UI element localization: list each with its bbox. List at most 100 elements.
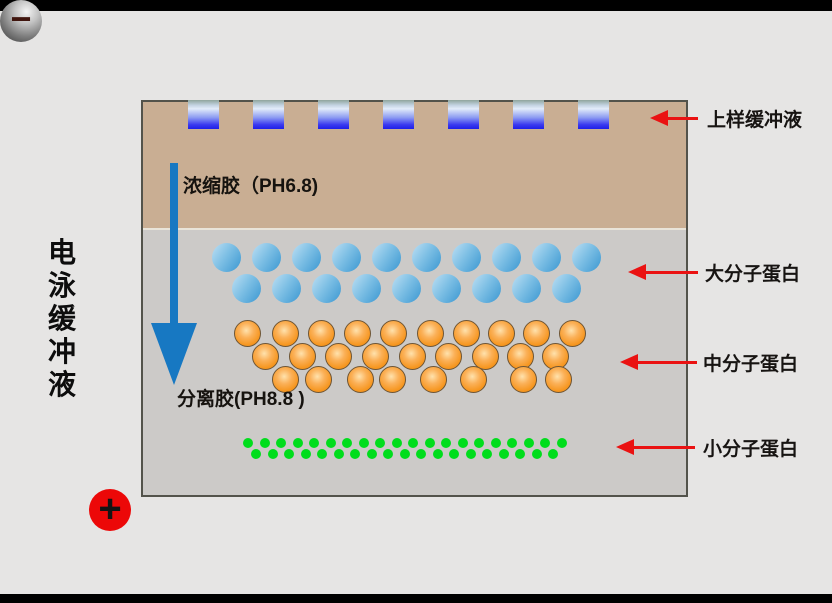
small-protein-dot: [276, 438, 286, 448]
small-protein-dot: [342, 438, 352, 448]
sample-well: [188, 100, 219, 129]
sample-well: [253, 100, 284, 129]
small-protein-dot: [474, 438, 484, 448]
medium-protein-dot: [271, 319, 299, 347]
electrophoresis-buffer-label: 电泳缓冲液: [47, 237, 76, 400]
small-protein-dot: [482, 449, 492, 459]
small-protein-dot: [260, 438, 270, 448]
large-protein-dot: [491, 242, 521, 272]
annotation-arrowhead-medium-protein: [620, 354, 638, 370]
medium-protein-dot: [452, 319, 480, 347]
small-protein-dot: [334, 449, 344, 459]
sample-well: [448, 100, 479, 129]
down-arrow-icon: [151, 163, 197, 385]
medium-protein-dot: [324, 342, 352, 370]
medium-protein-dot: [522, 319, 550, 347]
small-protein-dot: [375, 438, 385, 448]
large-protein-dot: [451, 242, 481, 272]
large-protein-dot: [271, 273, 301, 303]
large-protein-dot: [251, 242, 281, 272]
annotation-arrowhead-small-protein: [616, 439, 634, 455]
annotation-arrow-line-small-protein: [630, 446, 695, 449]
medium-protein-dot: [398, 342, 426, 370]
small-protein-dot: [243, 438, 253, 448]
small-protein-dot: [326, 438, 336, 448]
small-protein-dot: [425, 438, 435, 448]
annotation-arrowhead-loading-buffer: [650, 110, 668, 126]
medium-protein-dot: [434, 342, 462, 370]
small-protein-dot: [557, 438, 567, 448]
medium-protein-dot: [307, 319, 335, 347]
medium-protein-dot: [271, 365, 299, 393]
minus-symbol: −: [10, 0, 32, 39]
annotation-label-loading-buffer: 上样缓冲液: [707, 110, 803, 131]
negative-electrode: −: [0, 0, 42, 42]
small-protein-dot: [515, 449, 525, 459]
large-protein-dot: [211, 242, 241, 272]
small-protein-dot: [383, 449, 393, 459]
stacking-gel-label: 浓缩胶（PH6.8): [183, 176, 319, 197]
medium-protein-dot: [487, 319, 515, 347]
medium-protein-dot: [419, 365, 447, 393]
medium-protein-dot: [558, 319, 586, 347]
large-protein-dot: [511, 273, 541, 303]
large-protein-dot: [311, 273, 341, 303]
small-protein-dot: [309, 438, 319, 448]
medium-protein-dot: [346, 365, 374, 393]
medium-protein-dot: [378, 365, 406, 393]
medium-protein-dot: [343, 319, 371, 347]
small-protein-dot: [499, 449, 509, 459]
sample-well: [513, 100, 544, 129]
small-protein-dot: [441, 438, 451, 448]
medium-protein-dot: [361, 342, 389, 370]
annotation-arrow-line-large-protein: [642, 271, 698, 274]
medium-protein-dot: [304, 365, 332, 393]
small-protein-dot: [317, 449, 327, 459]
large-protein-dot: [531, 242, 561, 272]
large-protein-dot: [551, 273, 581, 303]
annotation-arrowhead-large-protein: [628, 264, 646, 280]
annotation-label-medium-protein: 中分子蛋白: [703, 354, 799, 375]
medium-protein-dot: [506, 342, 534, 370]
small-protein-dot: [392, 438, 402, 448]
small-protein-dot: [359, 438, 369, 448]
separating-gel-label: 分离胶(PH8.8 ): [177, 389, 305, 410]
small-protein-dot: [367, 449, 377, 459]
small-protein-dot: [350, 449, 360, 459]
small-protein-dot: [507, 438, 517, 448]
small-protein-dot: [491, 438, 501, 448]
sample-well: [318, 100, 349, 129]
small-protein-dot: [540, 438, 550, 448]
annotation-arrow-line-medium-protein: [634, 361, 697, 364]
small-protein-dot: [251, 449, 261, 459]
small-protein-dot: [268, 449, 278, 459]
annotation-label-small-protein: 小分子蛋白: [703, 439, 799, 460]
small-protein-dot: [408, 438, 418, 448]
medium-protein-dot: [459, 365, 487, 393]
sample-well: [578, 100, 609, 129]
medium-protein-dot: [416, 319, 444, 347]
small-protein-dot: [400, 449, 410, 459]
medium-protein-dot: [509, 365, 537, 393]
bottom-letterbox: [0, 594, 832, 603]
small-protein-dot: [416, 449, 426, 459]
large-protein-dot: [291, 242, 321, 272]
medium-protein-dot: [544, 365, 572, 393]
medium-protein-dot: [471, 342, 499, 370]
small-protein-dot: [449, 449, 459, 459]
large-protein-dot: [471, 273, 501, 303]
annotation-label-large-protein: 大分子蛋白: [705, 264, 801, 285]
small-protein-dot: [548, 449, 558, 459]
small-protein-dot: [293, 438, 303, 448]
small-protein-dot: [458, 438, 468, 448]
large-protein-dot: [231, 273, 261, 303]
plus-symbol: +: [98, 486, 122, 531]
medium-protein-dot: [233, 319, 261, 347]
medium-protein-dot: [288, 342, 316, 370]
large-protein-dot: [571, 242, 601, 272]
small-protein-dot: [466, 449, 476, 459]
small-protein-dot: [433, 449, 443, 459]
migration-direction-arrow: [151, 163, 197, 385]
small-protein-dot: [284, 449, 294, 459]
